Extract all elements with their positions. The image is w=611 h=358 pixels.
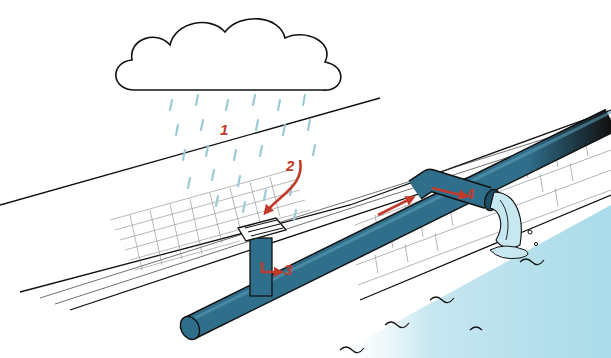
water-outflow (490, 192, 538, 259)
callout-number: 2 (286, 158, 294, 173)
flow-arrows (262, 160, 465, 272)
callout-number: 4 (466, 186, 474, 201)
rain (170, 95, 315, 220)
callout-number: 3 (284, 262, 292, 277)
drain-pipe (177, 112, 611, 343)
kerb (40, 118, 611, 304)
callout-number: 1 (220, 122, 228, 137)
paving (110, 170, 310, 270)
drain-grate (238, 218, 286, 241)
cloud (116, 19, 341, 90)
